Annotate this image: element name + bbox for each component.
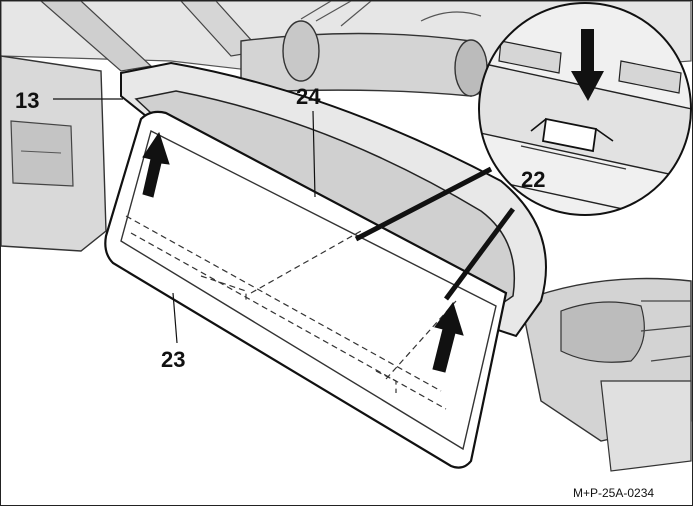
callout-24: 24 [296, 84, 321, 109]
callout-22: 22 [521, 167, 545, 192]
figure-code: M+P-25A-0234 [573, 486, 654, 500]
detail-magnifier [478, 2, 692, 216]
arrow-up-right [432, 301, 464, 373]
callout-23: 23 [161, 347, 185, 372]
callout-13: 13 [15, 88, 39, 113]
callout-leaders [53, 98, 316, 344]
filter-23 [104, 110, 508, 469]
arrow-up-left [142, 131, 170, 198]
zoom-leader-lines [354, 166, 516, 301]
